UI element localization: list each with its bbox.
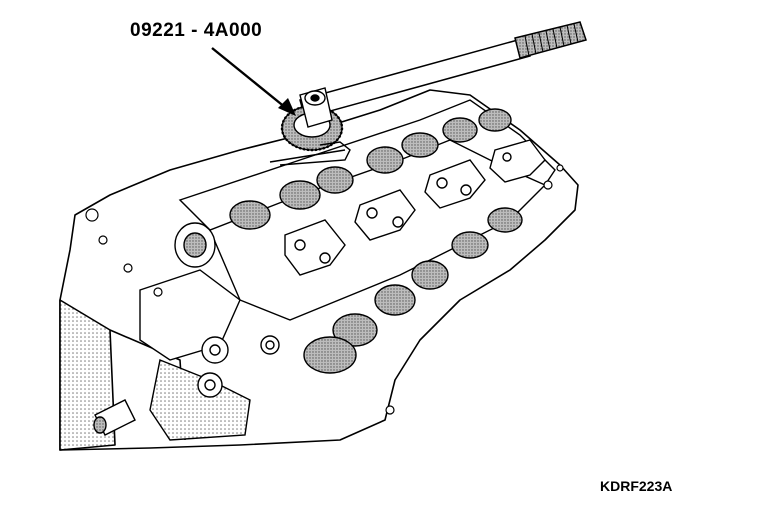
journal-1 — [229, 200, 271, 230]
tool-number-label: 09221 - 4A000 — [130, 20, 263, 41]
cap-2 — [354, 189, 416, 241]
journal-4 — [366, 146, 404, 174]
bearing-caps — [284, 139, 546, 276]
bore-3 — [411, 260, 449, 290]
cap-3 — [424, 159, 486, 209]
bore-6 — [303, 336, 357, 374]
journal-2 — [279, 180, 321, 210]
front-housing — [139, 222, 280, 441]
bore-2 — [374, 284, 416, 316]
cap-4 — [489, 139, 546, 183]
cap-1 — [284, 219, 346, 276]
bore-5 — [487, 207, 523, 233]
lower-bores — [303, 207, 523, 374]
journal-7 — [478, 108, 512, 132]
grip-knurl — [524, 23, 579, 57]
holding-bar — [279, 141, 351, 166]
leader-arrow — [211, 47, 296, 116]
journal-3 — [316, 166, 354, 194]
journal-5 — [401, 132, 439, 158]
cam-journals — [229, 108, 512, 230]
dowel-pin — [93, 399, 136, 436]
figure-code-label: KDRF223A — [600, 478, 673, 494]
sprocket-assembly — [269, 87, 351, 166]
bore-1 — [332, 313, 378, 347]
journal-6 — [442, 117, 478, 143]
bore-4 — [451, 231, 489, 259]
